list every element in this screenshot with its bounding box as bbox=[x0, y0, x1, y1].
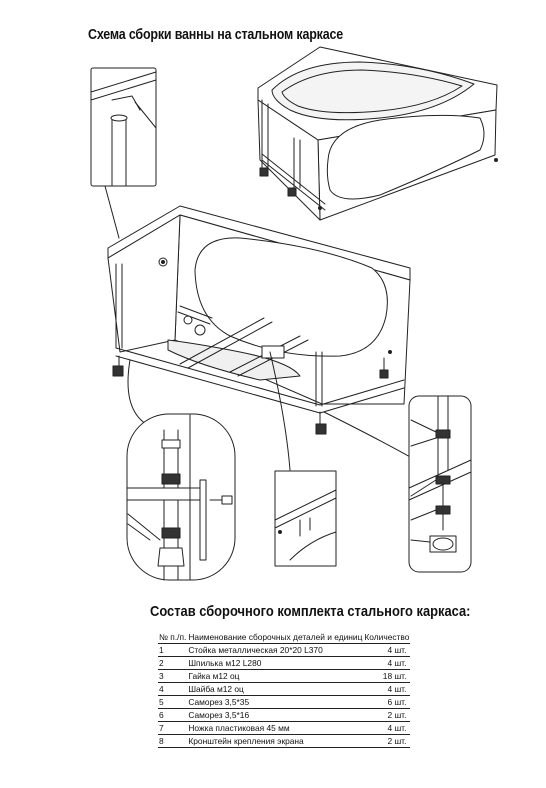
row-name: Кронштейн крепления экрана bbox=[187, 734, 364, 748]
row-quantity: 18 шт. bbox=[363, 669, 411, 683]
row-quantity: 2 шт. bbox=[363, 708, 411, 722]
assembled-bathtub bbox=[257, 46, 498, 221]
table-row: 8 Кронштейн крепления экрана 2 шт. bbox=[158, 734, 411, 748]
table-row: 4 Шайба м12 оц 4 шт. bbox=[158, 682, 411, 696]
header-name: Наименование сборочных деталей и единиц bbox=[187, 631, 364, 644]
detail-bottom-left bbox=[126, 413, 236, 581]
row-quantity: 4 шт. bbox=[363, 682, 411, 696]
row-name: Саморез 3,5*16 bbox=[187, 708, 364, 722]
table-row: 5 Саморез 3,5*35 6 шт. bbox=[158, 695, 411, 709]
assembly-diagram bbox=[90, 46, 498, 581]
table-row: 2 Шпилька м12 L280 4 шт. bbox=[158, 656, 411, 670]
row-quantity: 4 шт. bbox=[363, 721, 411, 735]
detail-bottom-middle bbox=[274, 470, 337, 567]
table-row: 6 Саморез 3,5*16 2 шт. bbox=[158, 708, 411, 722]
parts-list-title: Состав сборочного комплекта стального ка… bbox=[150, 603, 471, 620]
detail-top-left bbox=[90, 67, 157, 239]
row-number: 3 bbox=[158, 669, 188, 683]
row-number: 1 bbox=[158, 643, 188, 657]
page-title: Схема сборки ванны на стальном каркасе bbox=[88, 27, 344, 43]
table-header-row: № п./п. Наименование сборочных деталей и… bbox=[158, 631, 411, 644]
row-quantity: 6 шт. bbox=[363, 695, 411, 709]
row-number: 6 bbox=[158, 708, 188, 722]
row-name: Саморез 3,5*35 bbox=[187, 695, 364, 709]
bathtub-middle bbox=[107, 205, 411, 435]
row-name: Ножка пластиковая 45 мм bbox=[187, 721, 364, 735]
row-quantity: 2 шт. bbox=[363, 734, 411, 748]
table-row: 1 Стойка металлическая 20*20 L370 4 шт. bbox=[158, 643, 411, 657]
table-row: 7 Ножка пластиковая 45 мм 4 шт. bbox=[158, 721, 411, 735]
row-number: 7 bbox=[158, 721, 188, 735]
row-name: Шпилька м12 L280 bbox=[187, 656, 364, 670]
row-name: Стойка металлическая 20*20 L370 bbox=[187, 643, 364, 657]
row-number: 2 bbox=[158, 656, 188, 670]
detail-right bbox=[408, 395, 472, 573]
header-quantity: Количество bbox=[363, 631, 411, 644]
row-number: 4 bbox=[158, 682, 188, 696]
header-number: № п./п. bbox=[158, 631, 188, 644]
row-number: 5 bbox=[158, 695, 188, 709]
row-quantity: 4 шт. bbox=[363, 656, 411, 670]
table-row: 3 Гайка м12 оц 18 шт. bbox=[158, 669, 411, 683]
row-quantity: 4 шт. bbox=[363, 643, 411, 657]
parts-table: № п./п. Наименование сборочных деталей и… bbox=[158, 631, 411, 748]
row-name: Шайба м12 оц bbox=[187, 682, 364, 696]
row-number: 8 bbox=[158, 734, 188, 748]
row-name: Гайка м12 оц bbox=[187, 669, 364, 683]
